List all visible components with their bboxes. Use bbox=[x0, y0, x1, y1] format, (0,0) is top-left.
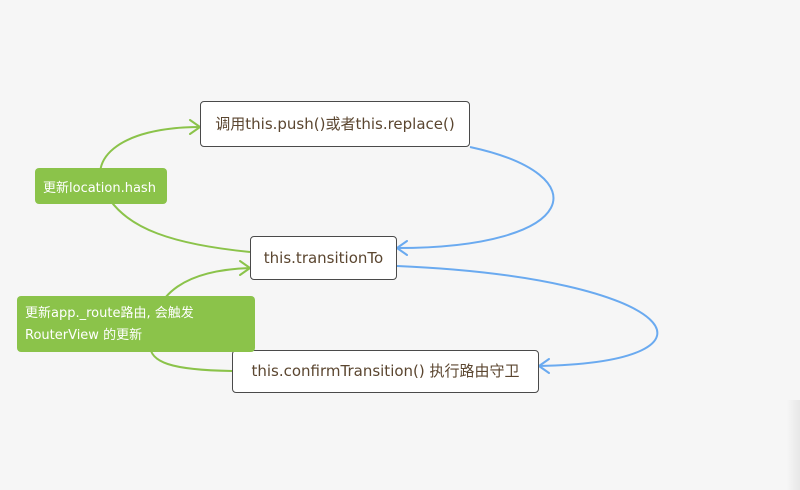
note-update-hash-label: 更新location.hash bbox=[43, 180, 156, 196]
node-transition-to: this.transitionTo bbox=[250, 236, 397, 280]
arrowhead-transition-to-confirm bbox=[538, 358, 550, 374]
note-update-hash: 更新location.hash bbox=[35, 168, 167, 204]
node-confirm-transition: this.confirmTransition() 执行路由守卫 bbox=[232, 350, 539, 393]
note-update-route-line2: RouterView 的更新 bbox=[25, 328, 143, 343]
note-update-route-line1: 更新app._route路由, 会触发 bbox=[25, 306, 194, 321]
node-call-push-replace-label: 调用this.push()或者this.replace() bbox=[215, 114, 455, 133]
node-call-push-replace: 调用this.push()或者this.replace() bbox=[200, 101, 470, 147]
note-update-route: 更新app._route路由, 会触发 RouterView 的更新 bbox=[17, 296, 255, 352]
scroll-edge-shadow bbox=[786, 400, 800, 490]
node-transition-to-label: this.transitionTo bbox=[263, 248, 384, 267]
node-confirm-transition-label: this.confirmTransition() 执行路由守卫 bbox=[251, 362, 520, 380]
arrow-push-to-transition bbox=[396, 146, 555, 249]
arrowhead-push-to-transition bbox=[396, 240, 408, 256]
arrow-transition-to-confirm bbox=[396, 265, 659, 367]
